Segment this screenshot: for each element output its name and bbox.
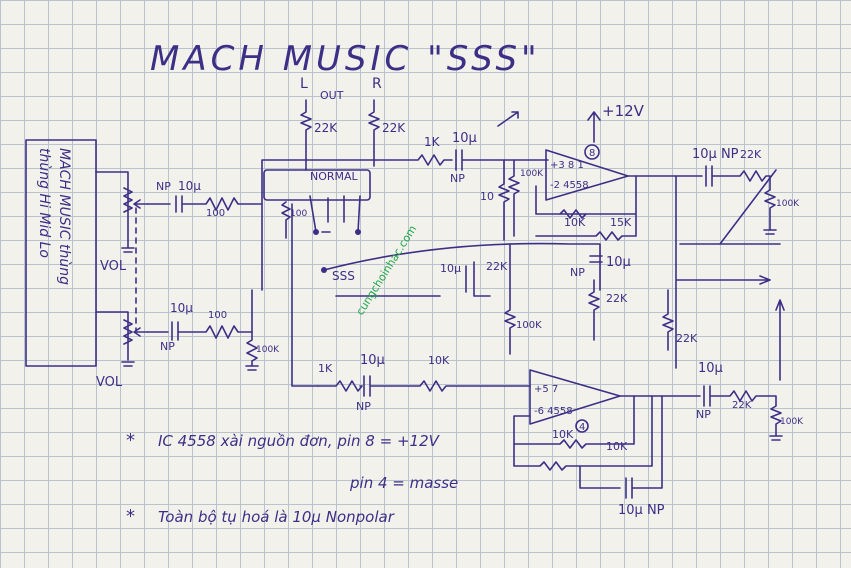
r100k-mid: [504, 243, 516, 355]
note-bullet-3: *: [126, 506, 135, 527]
pin8-marker-text: 8: [589, 148, 595, 159]
wire-bottom-input: [317, 375, 531, 397]
vol-pot-top: [95, 171, 149, 253]
r15k-fb-top-label: 15K: [610, 216, 632, 229]
ic-top-name: -2 4558: [550, 180, 589, 191]
r100k-bottom-in: [245, 331, 259, 371]
note-1: IC 4558 xài nguồn đơn, pin 8 = +12V: [158, 432, 441, 450]
r22k-out-right: [368, 99, 380, 167]
out-right-label: R: [372, 76, 382, 92]
r100-switch: [281, 201, 291, 239]
r100k-top-label: 100K: [520, 169, 544, 179]
wire-sss-path: [323, 242, 601, 297]
pin8-marker: [584, 144, 600, 160]
c10u-sss2-label: 10µ: [606, 255, 631, 270]
switch-normal-label: NORMAL: [310, 170, 359, 183]
wire-top-output: [627, 165, 776, 231]
r22k-bias-label: 22K: [606, 292, 628, 305]
r100k-mid-label: 100K: [516, 320, 542, 331]
r22k-out-left-label: 22K: [314, 121, 338, 135]
input-wire-top: [147, 195, 263, 213]
c10u-out-bottom-label: 10µ: [698, 361, 723, 376]
np-top-label: NP: [450, 172, 465, 185]
note-bullet-1: *: [126, 430, 135, 451]
feedback-top: [535, 175, 637, 241]
source-box-line1: MACH MUSIC thùng: [56, 148, 72, 285]
pin4-marker: [575, 419, 589, 433]
note-2: pin 4 = masse: [349, 474, 458, 492]
supply-label: +12V: [602, 102, 645, 120]
r22k-out-right-label: 22K: [382, 121, 406, 135]
pot-10k-label: 10: [480, 190, 494, 203]
switch-sss-label: SSS: [332, 269, 355, 283]
ic-top-pins: +3 8 1: [550, 160, 584, 171]
page-title: MACH MUSIC "SSS": [150, 39, 541, 79]
c10u-np-out-top-label: 10µ NP: [692, 147, 739, 162]
r22k-right: [662, 289, 674, 351]
r100k-out-top-label: 100K: [776, 199, 800, 209]
switch-body: [263, 169, 371, 201]
r100k-bottom-in-label: 100K: [256, 345, 280, 355]
ic-bottom-triangle: [529, 369, 621, 425]
source-box-line2: thùng Hi Mid Lo: [36, 148, 52, 258]
c10u-np-fb-bottom-label: 10µ NP: [618, 503, 665, 518]
np-label-bottom-in: NP: [160, 340, 175, 353]
c-bottom-in: 10µ: [170, 301, 193, 315]
c10u-top-label: 10µ: [452, 131, 477, 146]
r22k-out-top-label: 22K: [740, 148, 762, 161]
r1k-top-label: 1K: [424, 135, 441, 149]
ic-bottom-pins: +5 7: [534, 384, 558, 395]
np-bottom-label: NP: [356, 400, 371, 413]
r22k-right-label: 22K: [676, 332, 698, 345]
r1k-bottom-label: 1K: [318, 362, 333, 375]
r22k-out-left: [300, 99, 312, 171]
pin4-marker-text: 4: [579, 422, 585, 433]
source-box: [25, 139, 97, 367]
vol-pot-bottom: [95, 311, 149, 367]
r10k-fb-bottom2-label: 10K: [606, 440, 628, 453]
pot-10k: [497, 111, 519, 241]
c10u-sss-label: 10µ: [440, 262, 461, 275]
r10k-fb-bottom1-label: 10K: [552, 428, 574, 441]
r10k-fb-top-label: 10K: [564, 216, 586, 229]
r100-switch-label: 100: [290, 209, 307, 219]
note-3: Toàn bộ tụ hoá là 10µ Nonpolar: [158, 508, 395, 526]
np-out-bottom-label: NP: [696, 408, 711, 421]
input-wire-bottom: [147, 289, 253, 341]
r22k-out-bottom-label: 22K: [732, 400, 752, 411]
watermark: cungchoinhac.com: [354, 223, 420, 318]
ic-bottom-name: -6 4558: [534, 406, 573, 417]
r-bottom-in: 100: [208, 310, 227, 321]
switch-contacts: [309, 195, 361, 273]
r-top-in: 100: [206, 208, 225, 219]
r10k-bottom-label: 10K: [428, 354, 450, 367]
wire-bottom-output: [619, 299, 785, 441]
vol-bottom-label: VOL: [96, 375, 123, 390]
out-label: OUT: [320, 89, 344, 102]
feedback-bottom: [513, 395, 663, 499]
out-left-label: L: [300, 76, 308, 92]
supply-arrow-icon: [587, 111, 601, 143]
wire-cross-right: [675, 169, 781, 369]
c10u-bottom-label: 10µ: [360, 353, 385, 368]
r22k-bias: [588, 279, 600, 341]
np-sss-label: NP: [570, 266, 585, 279]
wire-top-input: [375, 149, 549, 171]
c-top-in: 10µ: [178, 179, 201, 193]
np-label-top-in: NP: [156, 180, 171, 193]
ic-top-triangle: [545, 149, 629, 201]
wire-main-left: [261, 159, 377, 387]
r100k-out-bottom-label: 100K: [780, 417, 804, 427]
vol-top-label: VOL: [100, 259, 127, 274]
r22k-sss-label: 22K: [486, 260, 508, 273]
